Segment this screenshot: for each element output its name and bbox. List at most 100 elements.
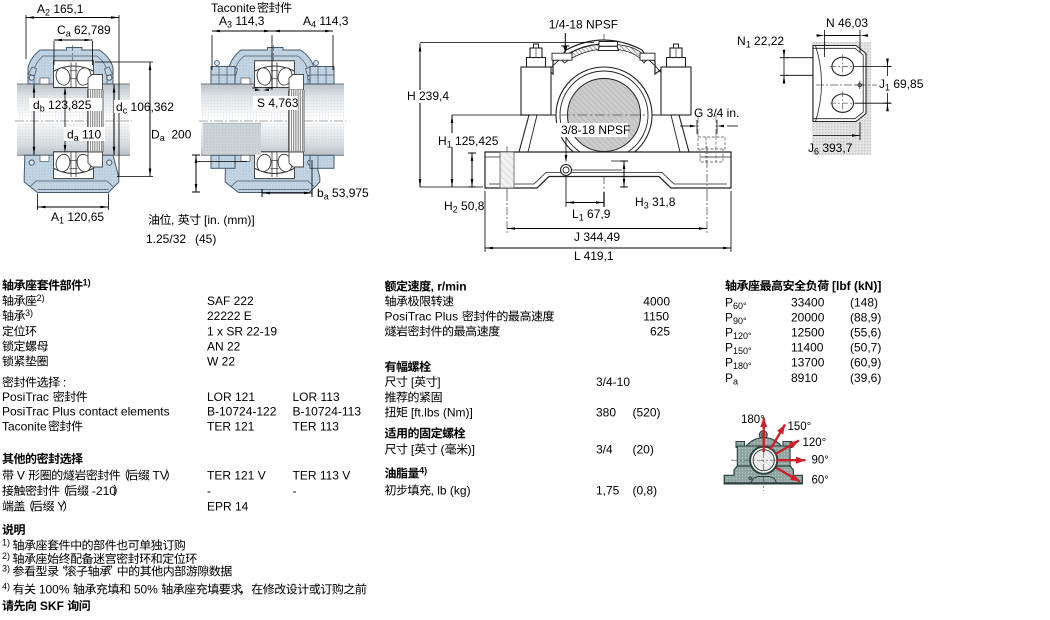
- svg-text:LOR 113: LOR 113: [293, 390, 340, 404]
- svg-text:2: 2: [45, 8, 50, 18]
- svg-text:V: V: [14, 469, 29, 483]
- svg-text:B-10724-113: B-10724-113: [293, 405, 362, 419]
- svg-text:380: 380: [596, 406, 616, 420]
- svg-text:6: 6: [814, 147, 819, 157]
- svg-text:)]: )]: [468, 443, 475, 457]
- svg-text:[: [: [408, 443, 415, 457]
- svg-text:SKF: SKF: [37, 599, 68, 613]
- svg-text:200: 200: [165, 128, 192, 142]
- svg-text:W 22: W 22: [207, 355, 235, 369]
- svg-text:N: N: [737, 34, 746, 48]
- svg-text:a: a: [733, 376, 738, 386]
- svg-text:1: 1: [59, 216, 64, 226]
- svg-text:150°: 150°: [788, 421, 812, 433]
- svg-text:3): 3): [2, 564, 13, 574]
- svg-text:A: A: [37, 2, 45, 16]
- svg-text:22,22: 22,22: [751, 34, 785, 48]
- svg-text:62,789: 62,789: [71, 23, 111, 37]
- svg-text:2): 2): [37, 293, 45, 303]
- svg-text:4000: 4000: [643, 295, 670, 309]
- svg-text:90°: 90°: [812, 455, 829, 467]
- svg-text:LOR 121: LOR 121: [207, 390, 255, 404]
- svg-text:H 239,4: H 239,4: [407, 89, 449, 103]
- svg-text:d: d: [67, 128, 74, 142]
- svg-text:d: d: [116, 100, 123, 114]
- svg-text:PosiTrac: PosiTrac: [2, 390, 52, 404]
- svg-text:1): 1): [2, 538, 13, 548]
- svg-text:1.25/32: 1.25/32: [146, 232, 186, 246]
- svg-text:J: J: [879, 77, 885, 91]
- svg-text:67,9: 67,9: [584, 207, 611, 221]
- svg-text:165,1: 165,1: [50, 2, 84, 16]
- svg-text:a: a: [74, 133, 79, 143]
- svg-text:625: 625: [650, 325, 670, 339]
- svg-text:60°: 60°: [812, 475, 829, 487]
- svg-text:100%: 100%: [36, 583, 73, 597]
- svg-text:50,8: 50,8: [458, 199, 485, 213]
- svg-text:3: 3: [644, 201, 649, 211]
- svg-text:2: 2: [453, 205, 458, 215]
- svg-text:11400: 11400: [791, 341, 824, 355]
- svg-text:(50,7): (50,7): [850, 341, 881, 355]
- svg-text:1 x SR 22-19: 1 x SR 22-19: [207, 325, 277, 339]
- svg-text:3): 3): [25, 308, 33, 318]
- svg-text:H: H: [635, 195, 644, 209]
- svg-text:b: b: [40, 104, 45, 114]
- svg-text:,: ,: [171, 213, 178, 227]
- svg-text:[ft.lbs (Nm)]: [ft.lbs (Nm)]: [408, 406, 473, 420]
- svg-text:J 344,49: J 344,49: [574, 230, 620, 244]
- svg-text:22222 E: 22222 E: [207, 309, 252, 323]
- svg-text:(60,9): (60,9): [850, 356, 881, 370]
- svg-text:-: -: [207, 484, 211, 498]
- svg-text:P: P: [725, 311, 733, 325]
- svg-text:EPR 14: EPR 14: [207, 500, 249, 514]
- svg-text:P: P: [725, 326, 733, 340]
- svg-text:(88,9): (88,9): [850, 311, 881, 325]
- svg-text:12500: 12500: [791, 326, 825, 340]
- svg-text:1: 1: [447, 140, 452, 150]
- svg-text:8910: 8910: [791, 371, 818, 385]
- svg-text:(0,8): (0,8): [633, 484, 658, 498]
- svg-text:4): 4): [419, 466, 427, 476]
- svg-text:2): 2): [2, 551, 13, 561]
- svg-text:[: [: [408, 375, 415, 389]
- svg-text:N 46,03: N 46,03: [826, 16, 868, 30]
- svg-text:33400: 33400: [791, 296, 825, 310]
- svg-text:1: 1: [579, 213, 584, 223]
- svg-text:, r/min: , r/min: [431, 280, 467, 294]
- svg-text:13700: 13700: [791, 356, 825, 370]
- svg-text:PosiTrac Plus contact elements: PosiTrac Plus contact elements: [2, 405, 170, 419]
- svg-text:(45): (45): [195, 232, 216, 246]
- svg-text:1/4-18 NPSF: 1/4-18 NPSF: [549, 18, 618, 32]
- svg-text:AN 22: AN 22: [207, 340, 241, 354]
- svg-text:50%: 50%: [131, 583, 162, 597]
- svg-text:20000: 20000: [791, 311, 825, 325]
- svg-text:P: P: [725, 356, 733, 370]
- svg-text:53,975: 53,975: [329, 186, 369, 200]
- svg-text:114,3: 114,3: [316, 14, 349, 28]
- svg-text:P: P: [725, 371, 733, 385]
- svg-text:A: A: [219, 14, 227, 28]
- svg-text:120,65: 120,65: [64, 210, 104, 224]
- svg-text:-210: -210: [89, 484, 117, 498]
- svg-text:31,8: 31,8: [649, 195, 676, 209]
- svg-text:A: A: [303, 14, 311, 28]
- svg-text:1,75: 1,75: [596, 484, 620, 498]
- svg-text:393,7: 393,7: [819, 141, 853, 155]
- svg-text:]: ]: [437, 375, 440, 389]
- svg-text:TER 121: TER 121: [207, 420, 255, 434]
- svg-text:4): 4): [2, 582, 13, 592]
- svg-text:(: (: [437, 443, 444, 457]
- svg-text:3/4-10: 3/4-10: [596, 375, 630, 389]
- svg-text:(520): (520): [633, 406, 661, 420]
- svg-text:4: 4: [311, 20, 316, 30]
- svg-text:(148): (148): [850, 296, 878, 310]
- svg-text:3/8-18 NPSF: 3/8-18 NPSF: [561, 123, 630, 137]
- svg-text:SAF 222: SAF 222: [207, 294, 254, 308]
- svg-text:b: b: [317, 186, 324, 200]
- svg-text:TER 113: TER 113: [293, 420, 340, 434]
- svg-text:1: 1: [746, 40, 751, 50]
- svg-text:(55,6): (55,6): [850, 326, 881, 340]
- svg-text::: :: [60, 376, 67, 390]
- svg-text:P: P: [725, 296, 733, 310]
